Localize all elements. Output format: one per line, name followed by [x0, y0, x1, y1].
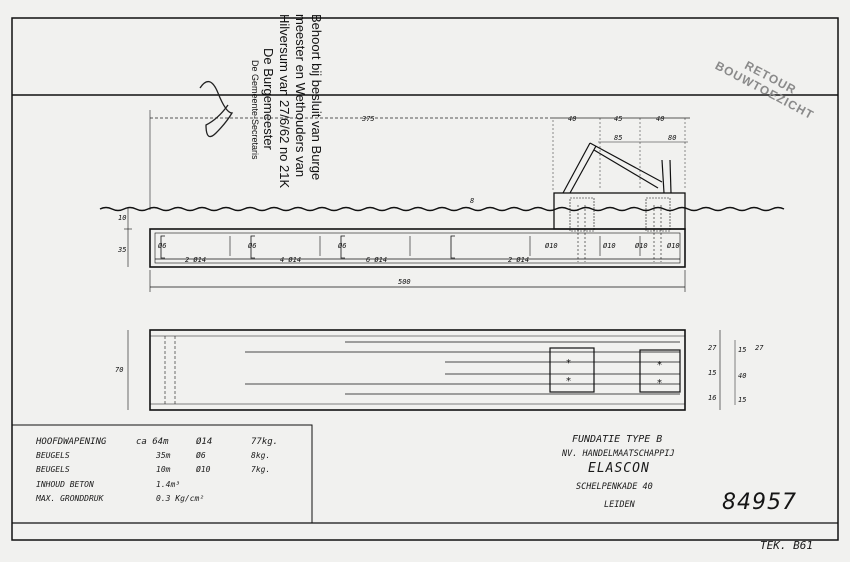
- spec-qty: 1.4m³: [156, 480, 181, 489]
- spec-row: BEUGELS 10m Ø10 7kg.: [36, 465, 306, 474]
- spec-row: HOOFDWAPENING ca 64m Ø14 77kg.: [36, 437, 306, 447]
- spec-row: BEUGELS 35m Ø6 8kg.: [36, 451, 306, 460]
- rebar-label-3: 6 Ø14: [366, 256, 387, 264]
- svg-text:*: *: [566, 358, 571, 369]
- spec-weight: 7kg.: [251, 465, 271, 474]
- stamp-line-3: Hilversum van 27/6/62 no 21K: [277, 14, 292, 189]
- rebar-label-4: 2 Ø14: [508, 256, 529, 264]
- spec-dia: Ø10: [196, 465, 211, 474]
- sheet-border: [11, 17, 839, 541]
- stirrup-label-5: Ø10: [603, 242, 616, 250]
- spec-qty: ca 64m: [136, 437, 169, 447]
- stirrup-label-2: Ø6: [248, 242, 256, 250]
- spec-dia: Ø6: [196, 451, 206, 460]
- spec-item: HOOFDWAPENING: [36, 437, 107, 447]
- spec-item: INHOUD BETON: [36, 480, 94, 489]
- address: SCHELPENKADE 40: [576, 482, 653, 492]
- brand-name: ELASCON: [588, 461, 650, 476]
- plan-dim-6: 15: [738, 396, 746, 404]
- plan-dim-7: 27: [755, 344, 764, 352]
- svg-text:*: *: [657, 378, 662, 389]
- approval-stamp: Behoort bij besluit van Burge meester en…: [238, 14, 333, 189]
- rebar-label-1: 2 Ø14: [185, 256, 206, 264]
- pedestal: [553, 192, 686, 230]
- document-number: 84957: [722, 490, 797, 515]
- plan-dim-1: 27: [708, 344, 717, 352]
- dim-side-35: 35: [117, 246, 126, 254]
- spec-dia: Ø14: [196, 437, 213, 447]
- dim-plan-70: 70: [115, 366, 123, 374]
- dim-side-8: 8: [470, 197, 474, 205]
- stirrup-label-3: Ø6: [338, 242, 346, 250]
- spec-item: BEUGELS: [36, 451, 70, 460]
- dim-85: 85: [614, 134, 622, 142]
- beam-inner: [154, 232, 681, 264]
- dim-side-10: 10: [118, 214, 126, 222]
- drawing-title: FUNDATIE TYPE B: [572, 434, 663, 445]
- spec-qty: 0.3 Kg/cm²: [156, 494, 205, 503]
- beam-elevation: [149, 228, 686, 268]
- stamp-line-1: Behoort bij besluit van Burge: [309, 14, 324, 181]
- city: LEIDEN: [604, 500, 635, 510]
- spec-row: MAX. GRONDDRUK 0.3 Kg/cm²: [36, 494, 306, 503]
- stirrup-label-6: Ø10: [635, 242, 648, 250]
- stirrup-label-7: Ø10: [667, 242, 680, 250]
- beam-plan: [149, 329, 686, 411]
- dim-40a: 40: [568, 115, 576, 123]
- plan-dim-5: 15: [738, 346, 746, 354]
- svg-text:*: *: [657, 360, 662, 371]
- spec-qty: 35m: [156, 451, 171, 460]
- drawing-number: TEK. B61: [760, 539, 813, 552]
- dim-375: 375: [361, 115, 375, 123]
- company-name: NV. HANDELMAATSCHAPPIJ: [562, 449, 675, 459]
- dim-80: 80: [668, 134, 676, 142]
- stirrup-label-4: Ø10: [545, 242, 558, 250]
- rebar-label-2: 4 Ø14: [280, 256, 301, 264]
- spec-box: [11, 424, 313, 524]
- ground-line: [99, 206, 785, 212]
- handwritten-signature: [199, 81, 234, 138]
- plan-dim-4: 40: [738, 372, 746, 380]
- dim-500: 500: [398, 278, 411, 286]
- dim-40b: 40: [656, 115, 664, 123]
- spec-weight: 8kg.: [251, 451, 271, 460]
- pedestal-plan-left: [549, 347, 595, 393]
- stamp-sign-label: De Gemeente-Secretaris: [250, 60, 260, 160]
- plan-dim-3: 16: [708, 394, 716, 402]
- stirrup-label-1: Ø6: [158, 242, 166, 250]
- stamp-line-4: De Burgemeester: [261, 48, 276, 150]
- stamp-line-2: meester en Wethouders van: [293, 14, 308, 178]
- plan-dim-2: 15: [708, 369, 716, 377]
- pedestal-plan-right: [639, 349, 681, 393]
- spec-row: INHOUD BETON 1.4m³: [36, 480, 306, 489]
- spec-item: MAX. GRONDDRUK: [36, 494, 104, 503]
- svg-text:*: *: [566, 376, 571, 387]
- dim-45: 45: [614, 115, 622, 123]
- spec-weight: 77kg.: [251, 437, 279, 447]
- spec-qty: 10m: [156, 465, 171, 474]
- spec-item: BEUGELS: [36, 465, 70, 474]
